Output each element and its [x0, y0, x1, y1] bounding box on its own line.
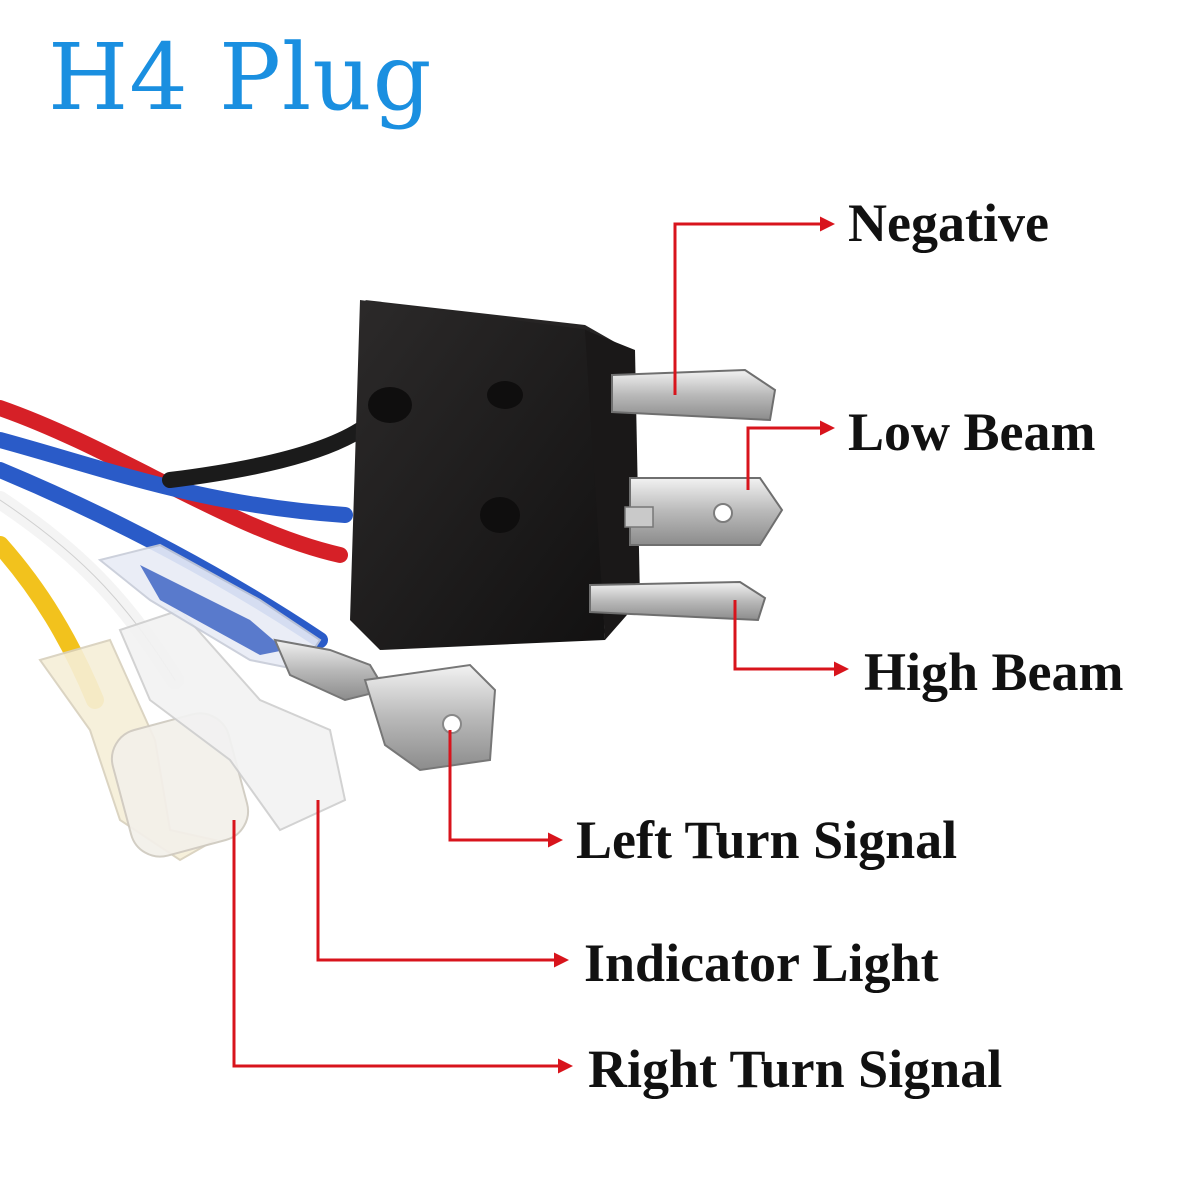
black-wire	[162, 422, 368, 488]
white-sleeve	[118, 608, 347, 832]
callout-lines	[232, 216, 849, 1074]
negative-callout	[673, 216, 835, 395]
diagram-title: H4 Plug	[48, 24, 433, 131]
housing-front	[350, 300, 605, 650]
negative-pin	[611, 368, 777, 422]
label-left-turn-signal: Left Turn Signal	[576, 810, 958, 870]
label-negative: Negative	[848, 193, 1049, 253]
connector-housing	[350, 300, 640, 650]
indicator-light-callout	[316, 800, 569, 968]
loose-spade-terminal	[273, 638, 497, 772]
label-indicator-light: Indicator Light	[584, 933, 939, 993]
low-beam-callout	[746, 420, 835, 490]
label-high-beam: High Beam	[864, 642, 1124, 702]
blue-wire-upper	[0, 432, 353, 523]
low-beam-pin-hole	[713, 503, 733, 523]
label-right-turn-signal: Right Turn Signal	[588, 1039, 1003, 1099]
right-turn-signal-callout	[232, 820, 573, 1074]
spade-blade	[363, 663, 497, 772]
housing-mark-1	[368, 387, 412, 423]
low-beam-pin	[629, 477, 784, 546]
high-beam-callout	[733, 600, 849, 677]
spade-hole	[442, 714, 462, 734]
plug-pins	[589, 368, 784, 622]
housing-mark-3	[487, 381, 523, 409]
high-beam-pin	[589, 580, 767, 622]
blue-sleeve-core	[140, 565, 285, 655]
label-low-beam: Low Beam	[848, 402, 1096, 462]
housing-mark-2	[480, 497, 520, 533]
terminal-sleeves	[38, 543, 347, 862]
low-beam-pin-tab	[624, 506, 654, 528]
left-turn-signal-callout	[448, 730, 563, 848]
